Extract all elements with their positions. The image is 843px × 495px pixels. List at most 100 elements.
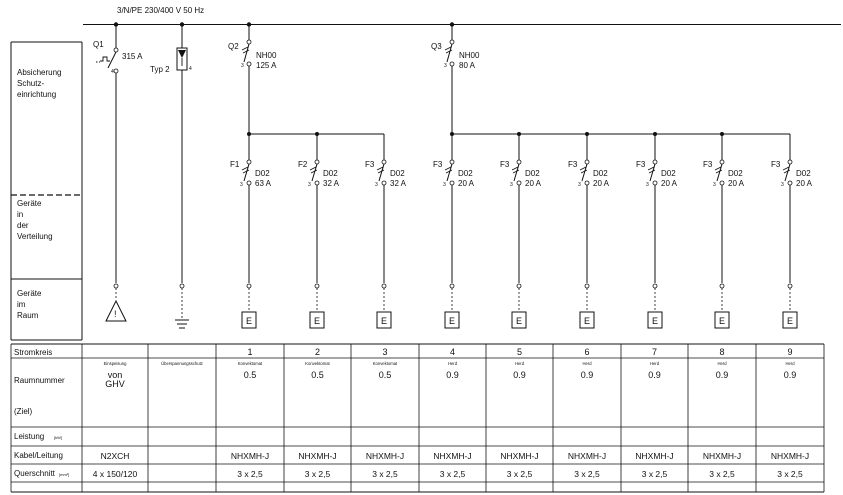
fuse-name: F3 [771, 160, 781, 169]
circuit-note: Herd [448, 361, 458, 366]
raumnummer-value: 0.9 [581, 370, 594, 380]
circuit-table: StromkreisRaumnummer(Ziel)Leistung[kW]Ka… [10, 343, 825, 493]
terminal [516, 283, 522, 289]
querschnitt-value: 4 x 150/120 [93, 469, 138, 479]
stromkreis-number: 9 [787, 347, 792, 357]
terminal [719, 283, 725, 289]
table-column-2: Überspannungsschutz [161, 361, 203, 366]
spd-type: Typ 2 [150, 65, 170, 74]
circuit-note: Herd [515, 361, 525, 366]
kabel-value: NHXMH-J [500, 451, 538, 461]
stromkreis-number: 3 [382, 347, 387, 357]
fuse-type: D02 [525, 169, 540, 178]
device-letter: E [719, 316, 725, 326]
device-box [511, 311, 527, 329]
querschnitt-value: 3 x 2,5 [507, 469, 533, 479]
q1-terminal [113, 283, 119, 289]
fuse-rating: 20 A [525, 179, 542, 188]
querschnitt-value: 3 x 2,5 [440, 469, 466, 479]
circuit-note: Herd [717, 361, 727, 366]
q1-name: Q1 [93, 40, 104, 49]
device-letter: E [584, 316, 590, 326]
stromkreis-number: 7 [652, 347, 657, 357]
stromkreis-number: 2 [315, 347, 320, 357]
device-box [714, 311, 730, 329]
fuse-pole: 3 [308, 182, 311, 188]
q3-pole: 3 [444, 63, 447, 69]
fuse-rating: 63 A [255, 179, 272, 188]
kabel-value: NHXMH-J [568, 451, 606, 461]
fuse-type: D02 [255, 169, 270, 178]
raumnummer-value: von [108, 370, 123, 380]
terminal [584, 283, 590, 289]
device-box [647, 311, 663, 329]
device-box [376, 311, 392, 329]
q2-type: NH00 [256, 51, 277, 60]
stromkreis-number: 6 [584, 347, 589, 357]
querschnitt-value: 3 x 2,5 [305, 469, 331, 479]
device-letter: E [449, 316, 455, 326]
label-kabel: Kabel/Leitung [14, 451, 63, 460]
querschnitt-value: 3 x 2,5 [372, 469, 398, 479]
label-verteilung-2: in [17, 210, 23, 219]
fuse-name: F1 [230, 160, 240, 169]
kabel-value: NHXMH-J [703, 451, 741, 461]
stromkreis-number: 8 [719, 347, 724, 357]
stromkreis-number: 5 [517, 347, 522, 357]
fuse-type: D02 [796, 169, 811, 178]
fuse-pole: 3 [510, 182, 513, 188]
q1-pole: 4 [111, 69, 114, 75]
q3-rating: 80 A [459, 61, 476, 70]
raumnummer-value: 0.5 [244, 370, 257, 380]
device-letter: E [516, 316, 522, 326]
terminal [314, 283, 320, 289]
kabel-value: NHXMH-J [635, 451, 673, 461]
circuit-note: Einspeisung [104, 361, 127, 366]
raumnummer-value: GHV [105, 379, 125, 389]
device-box [782, 311, 798, 329]
fuse-type: D02 [390, 169, 405, 178]
q1-rating: 315 A [122, 52, 143, 61]
label-raum-2: im [17, 300, 26, 309]
fuse-type: D02 [593, 169, 608, 178]
fuse-name: F2 [298, 160, 308, 169]
device-letter: E [652, 316, 658, 326]
supply-label: 3/N/PE 230/400 V 50 Hz [117, 6, 204, 15]
stromkreis-number: 4 [450, 347, 455, 357]
q1-main-breaker: Q1 315 A 4 ! [93, 22, 143, 322]
raumnummer-value: 0.9 [784, 370, 797, 380]
circuit-note: Herd [785, 361, 795, 366]
fuse-rating: 20 A [593, 179, 610, 188]
label-verteilung-1: Geräte [17, 199, 42, 208]
q3-disconnector: Q3 NH00 80 A 3 [431, 22, 790, 136]
fuse-name: F3 [703, 160, 713, 169]
label-stromkreis: Stromkreis [14, 348, 52, 357]
label-verteilung-3: der [17, 221, 29, 230]
fuse-pole: 3 [578, 182, 581, 188]
querschnitt-value: 3 x 2,5 [642, 469, 668, 479]
q2-pole: 3 [241, 63, 244, 69]
device-box [241, 311, 257, 329]
stromkreis-number: 1 [247, 347, 252, 357]
circuit-note: Konvektomat [373, 361, 398, 366]
spd-pole: 4 [189, 66, 192, 72]
fuse-name: F3 [365, 160, 375, 169]
kabel-value: NHXMH-J [231, 451, 269, 461]
fuse-type: D02 [323, 169, 338, 178]
device-letter: E [787, 316, 793, 326]
fuse-rating: 32 A [323, 179, 340, 188]
label-absicherung-3: einrichtung [17, 90, 56, 99]
